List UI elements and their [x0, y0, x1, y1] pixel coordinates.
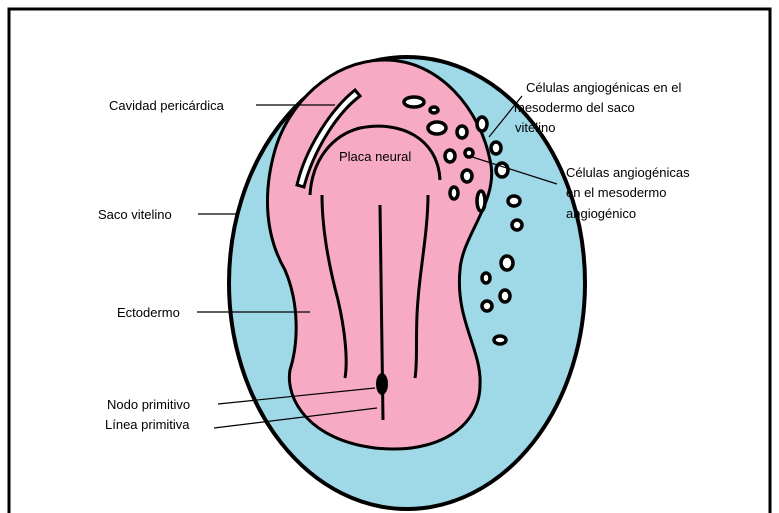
angiogenic-cell: [404, 97, 424, 107]
angiogenic-cell: [482, 301, 492, 311]
label-celulas-meso-3: angiogénico: [566, 206, 636, 221]
angiogenic-cell: [477, 117, 487, 131]
angiogenic-cell: [508, 196, 520, 206]
angiogenic-cell: [512, 220, 522, 230]
label-saco-vitelino: Saco vitelino: [98, 207, 172, 222]
label-nodo-primitivo: Nodo primitivo: [107, 397, 190, 412]
angiogenic-cell: [430, 107, 438, 113]
angiogenic-cell: [445, 150, 455, 162]
angiogenic-cell: [450, 187, 458, 199]
angiogenic-cell: [477, 191, 485, 211]
label-celulas-saco-1: Células angiogénicas en el: [526, 80, 681, 95]
label-linea-primitiva: Línea primitiva: [105, 417, 190, 432]
angiogenic-cell: [457, 126, 467, 138]
label-celulas-meso-2: en el mesodermo: [566, 185, 666, 200]
label-ectodermo: Ectodermo: [117, 305, 180, 320]
angiogenic-cell: [494, 336, 506, 344]
label-celulas-meso-1: Células angiogénicas: [566, 165, 690, 180]
angiogenic-cell: [428, 122, 446, 134]
angiogenic-cell: [482, 273, 490, 283]
nodo-primitivo-shape: [376, 373, 388, 395]
label-celulas-saco-2: mesodermo del saco: [514, 100, 635, 115]
angiogenic-cell: [501, 256, 513, 270]
label-celulas-saco-3: vitelino: [515, 120, 555, 135]
angiogenic-cell: [500, 290, 510, 302]
label-cavidad-pericardica: Cavidad pericárdica: [109, 98, 225, 113]
label-placa-neural: Placa neural: [339, 149, 411, 164]
angiogenic-cell: [462, 170, 472, 182]
angiogenic-cell: [491, 142, 501, 154]
